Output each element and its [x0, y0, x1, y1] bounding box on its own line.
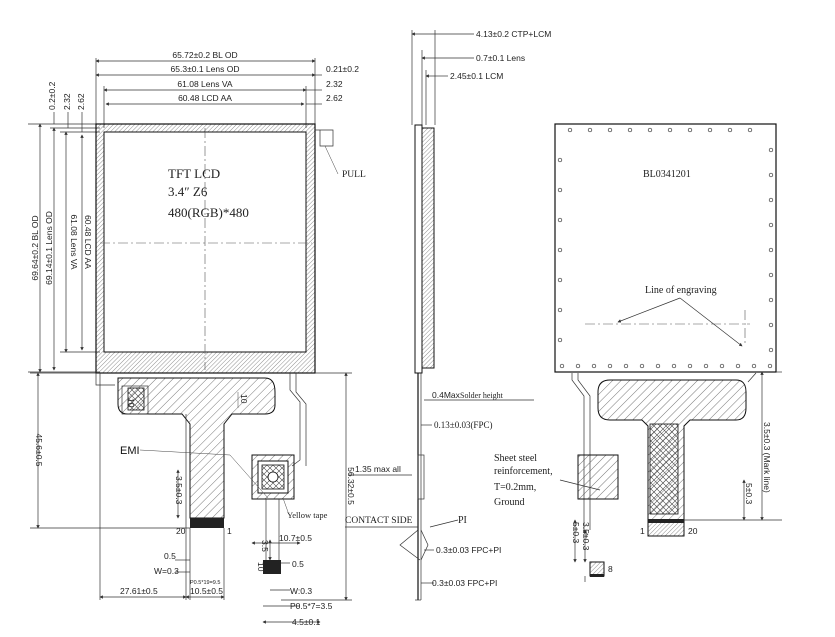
- side-solder: [417, 454, 425, 500]
- dim-lens-od-width: 65.3±0.1 Lens OD: [171, 64, 240, 74]
- front-view: 65.72±0.2 BL OD 65.3±0.1 Lens OD 61.08 L…: [28, 50, 366, 627]
- steel-label-2: reinforcement,: [494, 466, 553, 477]
- dim-left-262: 2.62: [76, 93, 86, 110]
- back-view: BL0341201 Line of engraving Sheet steel …: [494, 123, 782, 582]
- dim-tail-pin1: 1: [227, 526, 232, 536]
- front-left-dimensions: [28, 112, 100, 373]
- dim-right-232: 2.32: [326, 79, 343, 89]
- side-fpc-pi-1: 0.3±0.03 FPC+PI: [436, 545, 501, 555]
- pull-label: PULL: [342, 170, 366, 180]
- dim-tail-35: 3.5±0.3: [174, 476, 184, 505]
- fpc-tail: [117, 377, 276, 519]
- back-fpc-strip: [649, 423, 679, 515]
- side-fpc-thickness: 0.13±0.03(FPC): [434, 420, 492, 430]
- dim-right-262: 2.62: [326, 93, 343, 103]
- dim-left-02: 0.2±0.2: [47, 81, 57, 110]
- dim-lens-va-height: 61.08 Lens VA: [69, 214, 79, 269]
- side-view: 4.13±0.2 CTP+LCM 0.7±0.1 Lens 2.45±0.1 L…: [345, 29, 551, 601]
- connector-2-fingers: [263, 560, 281, 574]
- side-dim-ctp-lcm: 4.13±0.2 CTP+LCM: [476, 29, 551, 39]
- front-top-dimensions: [95, 58, 322, 128]
- back-mark-line: 3.5±0.3 (Mark line): [762, 422, 772, 493]
- steel-label-1: Sheet steel: [494, 453, 537, 464]
- back-dim-5: 5±0.3: [744, 483, 754, 504]
- dim-conn-35: 3.5: [260, 540, 270, 552]
- side-solder-label: Solder height: [460, 391, 504, 400]
- side-pi-label: PI: [458, 515, 467, 526]
- dim-fpc-10-right: 10: [239, 394, 249, 404]
- side-lcm: [421, 127, 435, 369]
- side-dim-lcm: 2.45±0.1 LCM: [450, 71, 503, 81]
- dim-conn-45: 4.5±0.1: [292, 617, 321, 627]
- dim-tail-20: 20: [176, 526, 186, 536]
- dim-bl-od-height: 69.64±0.2 BL OD: [30, 215, 40, 280]
- back-dim-20: 20: [688, 526, 698, 536]
- dim-conn-p7: P0.5*7=3.5: [290, 601, 333, 611]
- side-lens: [414, 124, 423, 374]
- dim-tail-pitch: P0.5*19=9.5: [190, 580, 220, 586]
- side-max-all: 1.35 max all: [355, 464, 401, 474]
- dim-tail-w: W=0.3: [154, 566, 179, 576]
- back-connector-2: [589, 561, 605, 577]
- back-code: BL0341201: [643, 169, 691, 180]
- dim-tail-2761: 27.61±0.5: [120, 586, 158, 596]
- dim-lens-od-height: 69.14±0.1 Lens OD: [44, 211, 54, 285]
- dim-lcd-aa-height: 60.48 LCD AA: [83, 215, 93, 269]
- dim-conn-w: W:0.3: [290, 586, 312, 596]
- back-dim-8: 8: [608, 564, 613, 574]
- lcd-label-line3: 480(RGB)*480: [168, 205, 249, 220]
- dim-tail-05: 0.5: [164, 551, 176, 561]
- dim-fpc-10: 10: [126, 398, 136, 408]
- emi-label: EMI: [120, 445, 140, 457]
- side-contact-label: CONTACT SIDE: [345, 516, 413, 526]
- dim-conn-107: 10.7±0.5: [279, 533, 312, 543]
- steel-reinforcement: [577, 454, 619, 500]
- back-dim-5b: 5±0.3: [571, 522, 581, 543]
- dim-left-232: 2.32: [62, 93, 72, 110]
- back-dim-35: 3.5±0.3: [581, 522, 591, 551]
- fpc-gold-fingers: [190, 518, 224, 528]
- back-plate: [554, 123, 777, 373]
- yellow-tape-label: Yellow tape: [287, 510, 328, 520]
- dim-lcd-aa-width: 60.48 LCD AA: [178, 93, 232, 103]
- pull-tab: [315, 129, 334, 147]
- dim-right-021: 0.21±0.2: [326, 64, 359, 74]
- lcd-label-line1: TFT LCD: [168, 166, 220, 181]
- lcd-label-line2: 3.4″ Z6: [168, 184, 208, 199]
- dim-bl-od-width: 65.72±0.2 BL OD: [172, 50, 237, 60]
- fpc-component-1: [127, 387, 145, 411]
- dim-tail-5632: 56.32±0.5: [346, 467, 356, 505]
- back-holes: [557, 127, 774, 369]
- dim-conn-05: 0.5: [292, 559, 304, 569]
- dim-tail-105: 10.5±0.5: [190, 586, 223, 596]
- engraving-label: Line of engraving: [645, 285, 717, 296]
- dim-lens-va-width: 61.08 Lens VA: [177, 79, 232, 89]
- steel-label-4: Ground: [494, 497, 525, 508]
- back-pin1: 1: [640, 526, 645, 536]
- side-solder-max: 0.4Max: [432, 390, 461, 400]
- side-fpc-pi-2: 0.3±0.03 FPC+PI: [432, 578, 497, 588]
- dim-tail-45: 45.6±0.5: [34, 433, 44, 466]
- dim-conn-10: 10: [256, 562, 266, 572]
- steel-label-3: T=0.2mm,: [494, 482, 536, 493]
- side-dim-lens: 0.7±0.1 Lens: [476, 53, 525, 63]
